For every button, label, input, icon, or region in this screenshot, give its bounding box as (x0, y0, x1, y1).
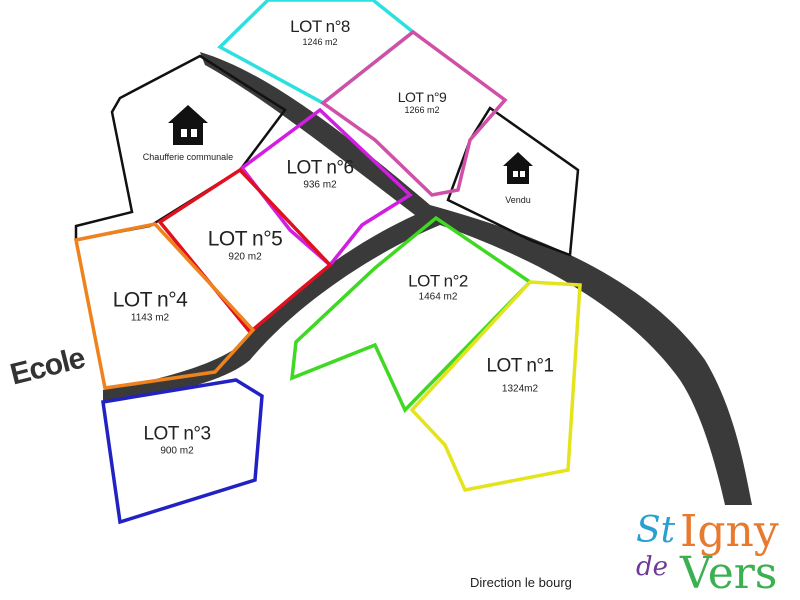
lot-1-outline (409, 280, 582, 492)
vendu-parcel (446, 106, 580, 257)
lot-5-label[interactable]: LOT n°5 920 m2 (207, 227, 283, 263)
chaufferie-label: Chaufferie communale (142, 152, 234, 162)
lot-8-label[interactable]: LOT n°8 1246 m2 (290, 17, 350, 47)
lot-9-label[interactable]: LOT n°9 1266 m2 (397, 89, 447, 115)
direction-label: Direction le bourg (470, 575, 572, 590)
lot-4-outline (73, 222, 256, 390)
lot-9-outline (320, 29, 508, 197)
house-icon (503, 152, 533, 184)
chaufferie-parcel (74, 54, 287, 242)
lot-6-outline (239, 107, 413, 268)
lot-2-label[interactable]: LOT n°2 1464 m2 (408, 271, 468, 303)
lot-3-outline (101, 378, 264, 525)
lot-2-outline (289, 215, 533, 414)
lot-6-label[interactable]: LOT n°6 936 m2 (286, 157, 354, 191)
lot-1-label[interactable]: LOT n°1 1324m2 (486, 355, 554, 395)
lot-3-label[interactable]: LOT n°3 900 m2 (143, 423, 211, 457)
house-icon (168, 105, 208, 145)
vendu-label: Vendu (505, 195, 531, 205)
lot-4-label[interactable]: LOT n°4 1143 m2 (112, 288, 188, 324)
